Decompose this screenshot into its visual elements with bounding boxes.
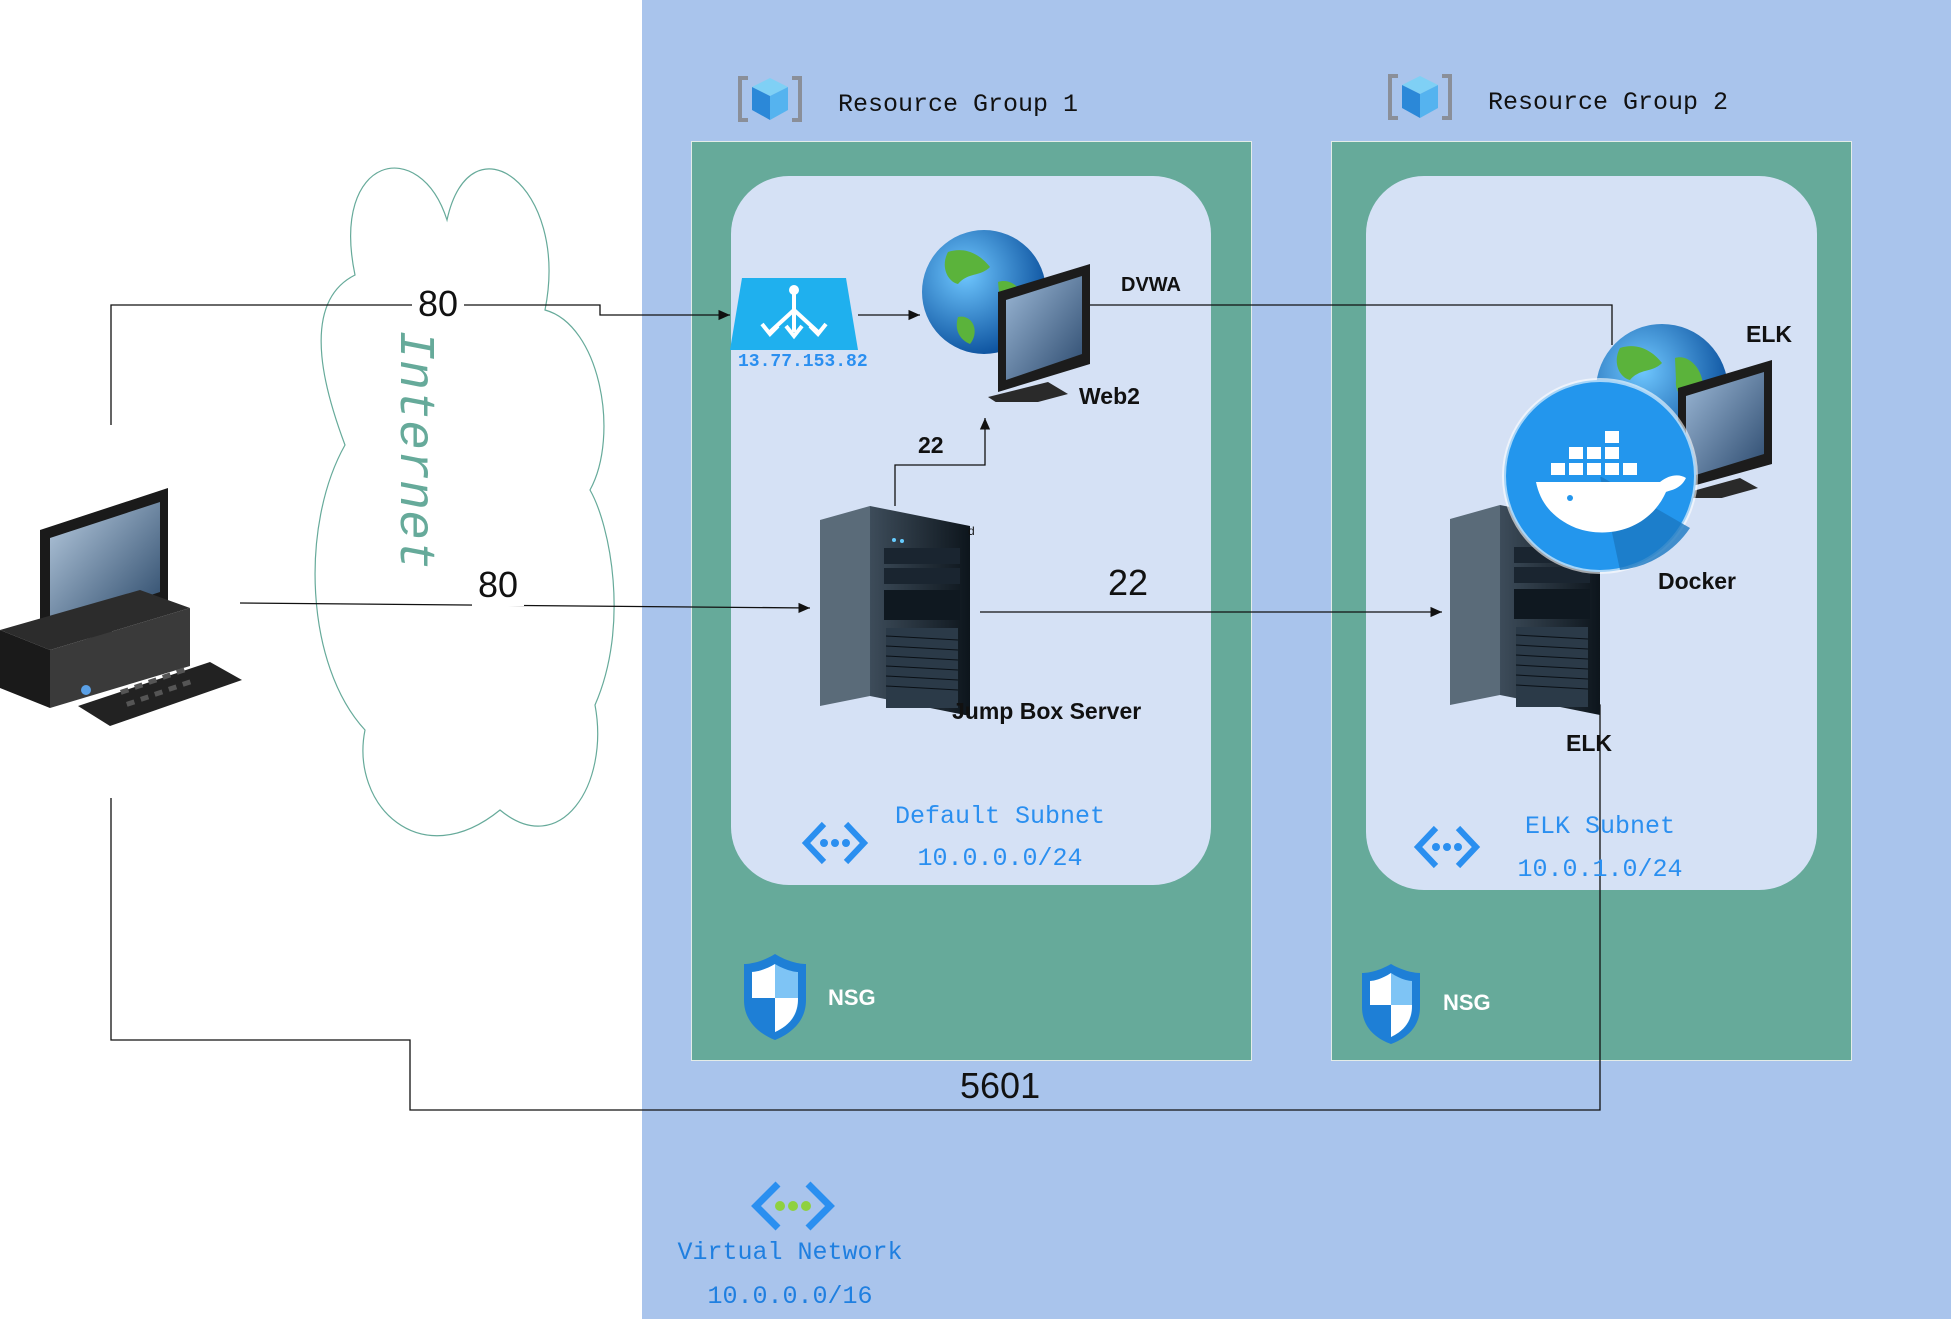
load-balancer-ip: 13.77.153.82 [738,352,868,372]
port-label-client-to-jumpbox: 80 [472,564,525,606]
nsg-1-label: NSG [828,985,876,1010]
dvwa-label: DVWA [1121,274,1181,296]
elk-subnet-name: ELK Subnet [1524,812,1676,841]
elk-server-label: ELK [1566,730,1612,756]
connector-jumpbox-to-web2 [894,418,991,506]
connector-client-to-elk [110,704,1601,1111]
jump-box-mark: d [968,524,975,538]
virtual-network-name: Virtual Network [677,1238,903,1267]
web2-label: Web2 [1079,383,1140,409]
port-label-client-to-elk: 5601 [960,1065,1041,1106]
default-subnet-cidr: 10.0.0.0/24 [917,844,1083,873]
resource-group-1-icon [738,76,802,122]
elk-vm-label: ELK [1746,321,1792,347]
default-subnet-name: Default Subnet [894,802,1106,831]
internet-cloud-icon [314,167,615,837]
docker-icon [1502,378,1698,574]
port-label-client-to-lb: 80 [412,283,465,325]
resource-group-2-icon [1388,74,1452,120]
default-subnet-icon [801,821,869,865]
port-label-jumpbox-to-web2: 22 [918,432,944,458]
resource-group-2-title: Resource Group 2 [1488,88,1729,117]
connector-client-to-jumpbox [239,602,811,614]
resource-group-1-title: Resource Group 1 [838,90,1079,119]
elk-subnet-cidr: 10.0.1.0/24 [1517,855,1683,884]
nsg-1-shield-icon [744,954,806,1040]
jump-box-server-icon [820,506,970,716]
port-label-jumpbox-to-elk: 22 [1108,562,1149,603]
docker-label: Docker [1658,568,1736,594]
elk-subnet-icon [1413,825,1481,869]
load-balancer-icon [730,278,858,350]
connector-dvwa-to-elk [1090,304,1613,345]
jump-box-label: Jump Box Server [952,698,1142,724]
web2-globe-monitor-icon [922,230,1090,402]
nsg-2-shield-icon [1362,964,1420,1044]
client-computer-icon [0,488,242,726]
connector-client-to-lb [110,304,730,425]
virtual-network-cidr: 10.0.0.0/16 [707,1282,873,1311]
virtual-network-icon [751,1181,835,1231]
nsg-2-label: NSG [1443,990,1491,1015]
